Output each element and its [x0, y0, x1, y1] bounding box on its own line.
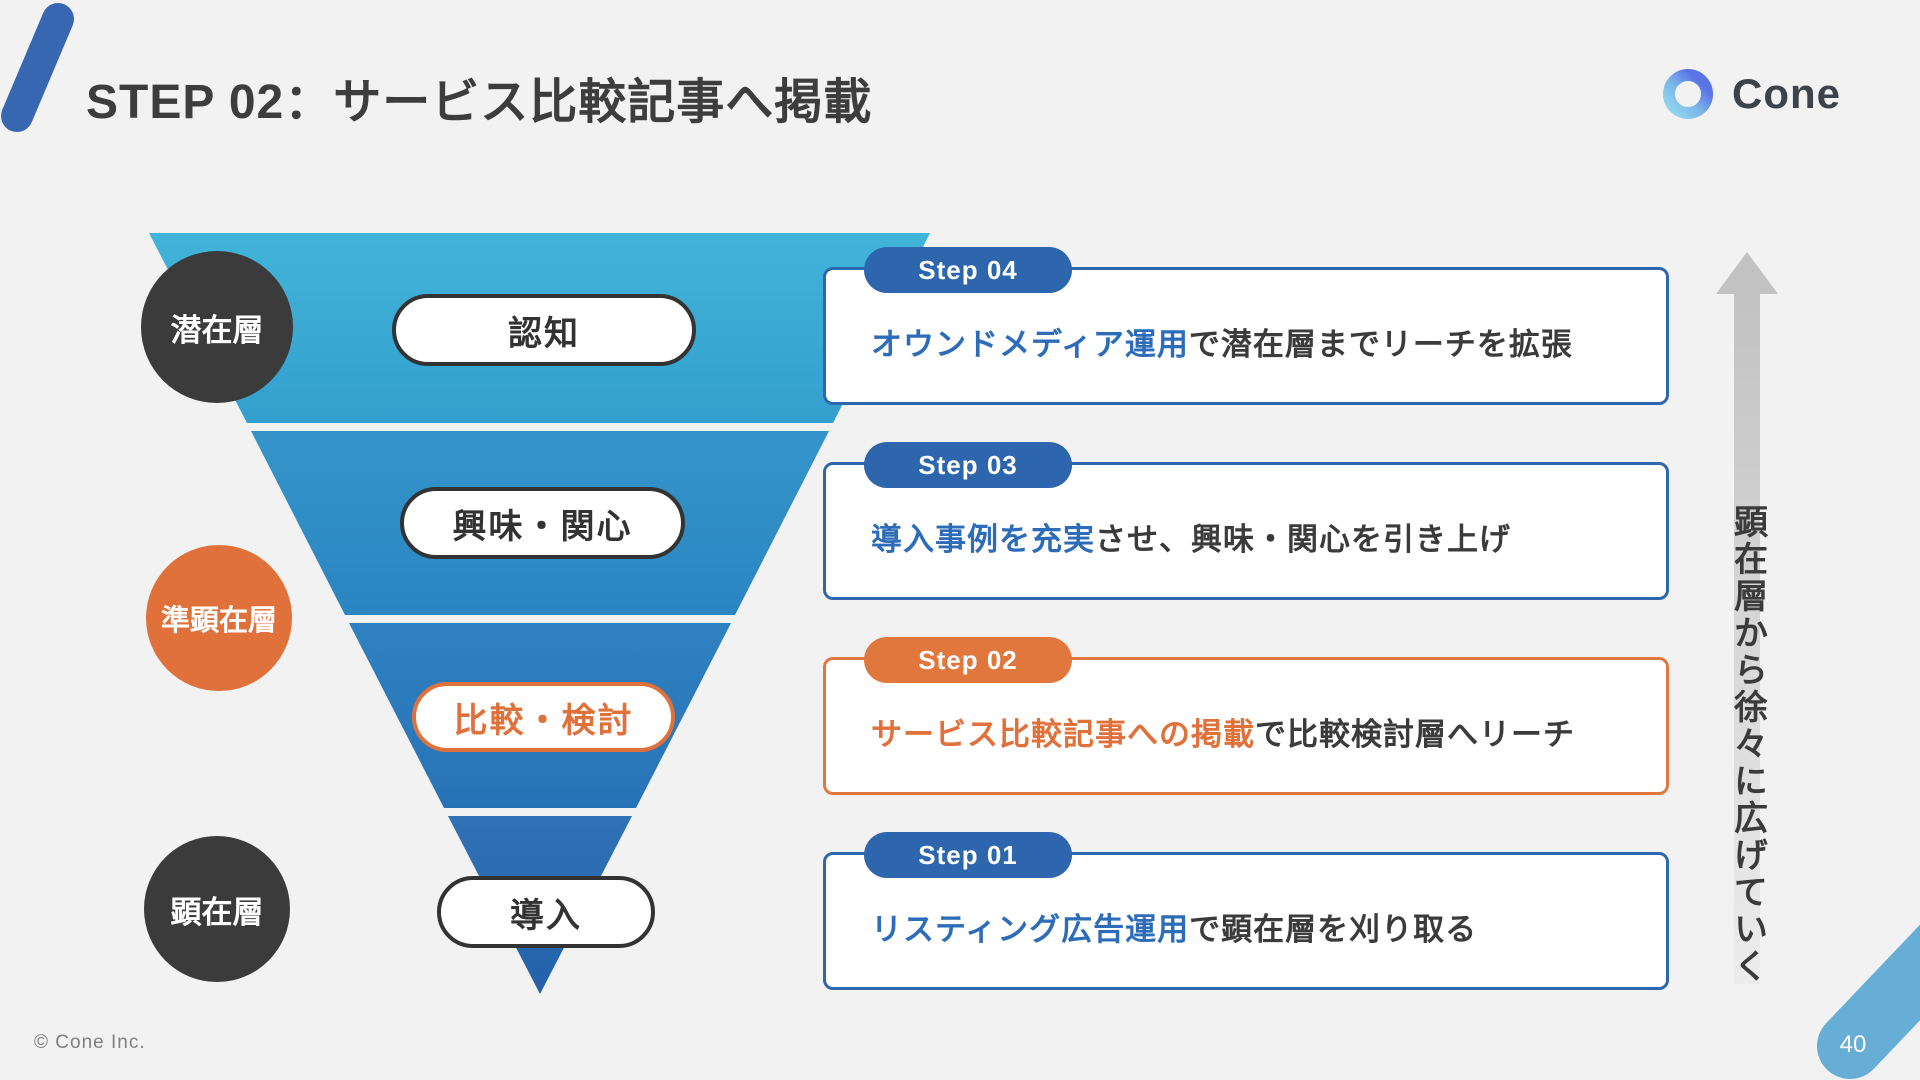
audience-circle-apparent: 顕在層: [144, 836, 290, 982]
stage-label: 比較・検討: [453, 701, 634, 740]
step-card-03: Step 03 導入事例を充実させ、興味・関心を引き上げ: [823, 442, 1669, 600]
cone-ring-icon: [1663, 69, 1713, 119]
upward-arrow: [1716, 252, 1778, 984]
funnel-stage-awareness: 認知: [392, 294, 696, 366]
funnel-stage-comparison: 比較・検討: [412, 682, 675, 752]
stage-label: 認知: [508, 314, 580, 353]
step-badge: Step 04: [864, 247, 1072, 293]
step-description-highlight: リスティング広告運用: [871, 911, 1190, 947]
step-badge: Step 03: [864, 442, 1072, 488]
page-number: 40: [1839, 1031, 1867, 1058]
stage-label: 導入: [510, 896, 582, 935]
company-logo: Cone: [1662, 68, 1841, 120]
step-description-highlight: オウンドメディア運用: [871, 326, 1189, 362]
step-description: オウンドメディア運用で潜在層までリーチを拡張: [871, 319, 1573, 364]
step-description-rest: で潜在層までリーチを拡張: [1188, 326, 1573, 362]
audience-circle-latent: 潜在層: [141, 251, 293, 403]
step-card-01: Step 01 リスティング広告運用で顕在層を刈り取る: [823, 832, 1669, 990]
step-description-highlight: サービス比較記事への掲載: [871, 716, 1255, 752]
step-card-02: Step 02 サービス比較記事への掲載で比較検討層へリーチ: [823, 637, 1669, 795]
funnel-stage-adoption: 導入: [437, 876, 655, 948]
step-description: リスティング広告運用で顕在層を刈り取る: [871, 904, 1477, 949]
step-badge: Step 01: [864, 832, 1072, 878]
step-description: 導入事例を充実させ、興味・関心を引き上げ: [871, 514, 1511, 559]
audience-circle-semi-apparent: 準顕在層: [146, 545, 292, 691]
corner-stripe-bottom-right: [1817, 924, 1920, 1079]
corner-stripe-top-left: [1, 3, 74, 132]
step-description-rest: で比較検討層へリーチ: [1255, 716, 1575, 752]
funnel-stage-interest: 興味・関心: [400, 487, 685, 559]
step-description-highlight: 導入事例を充実: [871, 521, 1095, 557]
audience-label: 準顕在層: [160, 605, 277, 637]
logo-wordmark: Cone: [1732, 70, 1841, 117]
audience-label: 顕在層: [170, 894, 264, 930]
step-badge: Step 02: [864, 637, 1072, 683]
step-description-rest: で顕在層を刈り取る: [1189, 911, 1478, 947]
stage-label: 興味・関心: [452, 507, 633, 546]
audience-label: 潜在層: [170, 312, 264, 348]
arrow-caption: 顕在層から徐々に広げていく: [1728, 504, 1767, 985]
step-description: サービス比較記事への掲載で比較検討層へリーチ: [871, 709, 1575, 754]
step-card-04: Step 04 オウンドメディア運用で潜在層までリーチを拡張: [823, 247, 1669, 405]
page-title: STEP 02：サービス比較記事へ掲載: [86, 76, 873, 129]
step-description-rest: させ、興味・関心を引き上げ: [1095, 521, 1511, 557]
copyright-text: © Cone Inc.: [34, 1032, 146, 1053]
